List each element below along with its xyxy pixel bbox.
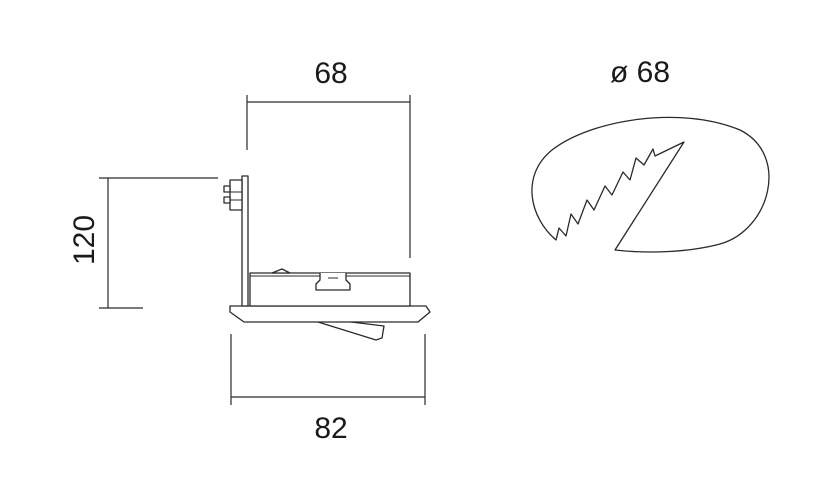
cutout-diameter-label: ø 68 [610,56,670,89]
trim-flange [229,305,431,323]
cutout-ellipse [531,116,770,253]
mounting-bracket [241,175,249,307]
terminal-block [229,179,243,211]
dimension-bottom-width: 82 [230,334,426,445]
housing-wedge [271,268,291,274]
center-clip [315,273,351,291]
cutout-view: ø 68 [531,56,770,253]
fixture-side-view [223,175,431,341]
dimension-top-width-label: 68 [314,57,347,90]
dimension-top-width: 68 [246,57,411,258]
dimension-height: 120 [68,177,218,309]
dimension-bottom-width-label: 82 [314,412,347,445]
dimension-height-label: 120 [68,215,101,265]
